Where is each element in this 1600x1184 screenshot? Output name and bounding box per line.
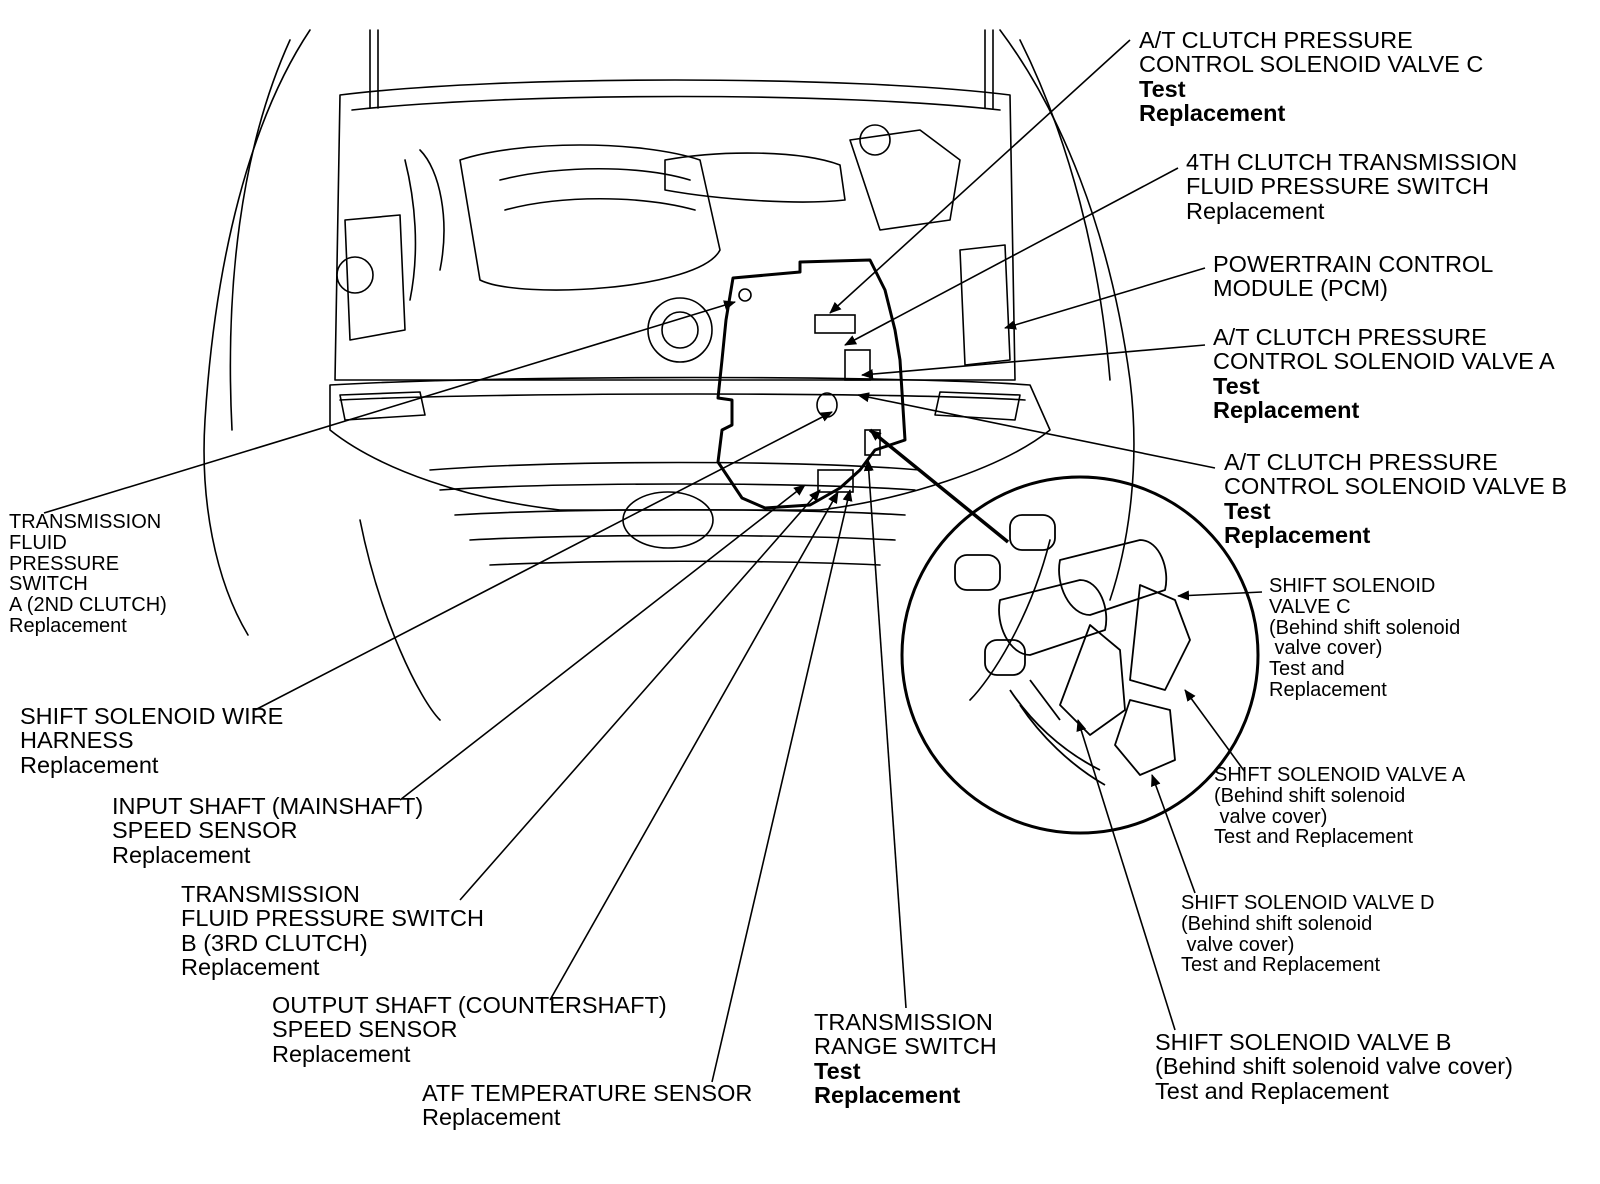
label-note: (Behind shift solenoid [1181,912,1373,935]
label-at-clutch-pressure-solenoid-b: A/T CLUTCH PRESSURE CONTROL SOLENOID VAL… [1224,450,1567,548]
label-title: OUTPUT SHAFT (COUNTERSHAFT) [272,992,667,1018]
label-tfp-switch-a: TRANSMISSION FLUID PRESSURE SWITCH A (2N… [9,512,167,637]
transmission-outline [716,258,907,510]
label-title: SHIFT SOLENOID VALVE A [1214,764,1466,786]
label-action-replacement: Replacement [181,954,320,981]
label-title: A/T CLUTCH PRESSURE [1213,324,1487,350]
label-action-replacement: Replacement [20,751,159,778]
label-action-replacement: Replacement [112,841,251,868]
label-shift-solenoid-a: SHIFT SOLENOID VALVE A (Behind shift sol… [1214,765,1465,848]
label-title: SHIFT SOLENOID [1269,575,1436,597]
label-title: CONTROL SOLENOID VALVE B [1224,473,1568,500]
label-title: SHIFT SOLENOID WIRE [20,703,284,729]
front-grille [429,461,921,471]
label-shift-solenoid-d: SHIFT SOLENOID VALVE D (Behind shift sol… [1181,893,1434,976]
label-title: INPUT SHAFT (MAINSHAFT) [112,793,424,819]
label-title: 4TH CLUTCH TRANSMISSION [1186,149,1518,175]
label-title: TRANSMISSION [181,881,360,907]
label-title: SPEED SENSOR [112,817,298,844]
label-title: MODULE (PCM) [1213,275,1388,302]
detail-circle [900,475,1260,835]
label-pcm: POWERTRAIN CONTROL MODULE (PCM) [1213,252,1493,301]
label-title: A/T CLUTCH PRESSURE [1224,449,1498,475]
label-action-test: Test [814,1057,861,1084]
label-action: Test and Replacement [1181,954,1381,977]
label-transmission-range-switch: TRANSMISSION RANGE SWITCH Test Replaceme… [814,1010,997,1108]
label-note: valve cover) [1214,805,1328,828]
label-title: B (3RD CLUTCH) [181,929,368,956]
label-title: RANGE SWITCH [814,1033,997,1060]
label-title: A/T CLUTCH PRESSURE [1139,27,1413,53]
label-action-replacement: Replacement [814,1082,961,1109]
label-action-replacement: Replacement [1186,197,1325,224]
label-output-shaft-speed-sensor: OUTPUT SHAFT (COUNTERSHAFT) SPEED SENSOR… [272,992,667,1067]
label-title: CONTROL SOLENOID VALVE A [1213,348,1555,375]
label-action: Replacement [1269,678,1387,701]
label-at-clutch-pressure-solenoid-c: A/T CLUTCH PRESSURE CONTROL SOLENOID VAL… [1139,28,1483,126]
label-action: Test and Replacement [1155,1077,1389,1104]
label-action-test: Test [1224,497,1271,524]
label-title: VALVE C [1269,595,1351,618]
label-title: ATF TEMPERATURE SENSOR [422,1080,753,1106]
label-tfp-switch-b: TRANSMISSION FLUID PRESSURE SWITCH B (3R… [181,882,484,980]
hood-outline [203,29,311,636]
label-at-clutch-pressure-solenoid-a: A/T CLUTCH PRESSURE CONTROL SOLENOID VAL… [1213,325,1555,423]
label-note: valve cover) [1269,637,1383,660]
label-title: SWITCH [9,573,88,596]
label-shift-solenoid-wire-harness: SHIFT SOLENOID WIRE HARNESS Replacement [20,703,284,778]
label-action-replacement: Replacement [1224,522,1371,549]
label-title: SPEED SENSOR [272,1016,458,1043]
label-action-replacement: Replacement [1139,100,1286,127]
label-title: FLUID PRESSURE SWITCH [181,905,484,932]
label-note: (Behind shift solenoid valve cover) [1155,1053,1513,1080]
label-title: CONTROL SOLENOID VALVE C [1139,51,1484,78]
label-action-replacement: Replacement [422,1104,561,1131]
front-bumper [329,376,1051,511]
label-title: TRANSMISSION [814,1009,993,1035]
label-title: POWERTRAIN CONTROL [1213,251,1494,277]
label-title: PRESSURE [9,552,120,575]
label-atf-temperature-sensor: ATF TEMPERATURE SENSOR Replacement [422,1081,752,1130]
label-action-test: Test [1213,372,1260,399]
label-action-replacement: Replacement [9,614,127,637]
label-note: (Behind shift solenoid [1214,784,1406,807]
label-title: TRANSMISSION [9,511,162,533]
label-input-shaft-speed-sensor: INPUT SHAFT (MAINSHAFT) SPEED SENSOR Rep… [112,793,424,868]
label-action: Test and [1269,658,1345,681]
label-action: Test and Replacement [1214,826,1414,849]
label-title: A (2ND CLUTCH) [9,594,167,617]
label-title: SHIFT SOLENOID VALVE B [1155,1029,1452,1055]
label-note: (Behind shift solenoid [1269,616,1461,639]
label-title: SHIFT SOLENOID VALVE D [1181,892,1435,914]
label-title: FLUID [9,531,67,554]
label-title: HARNESS [20,727,134,754]
label-action-replacement: Replacement [272,1040,411,1067]
label-shift-solenoid-c: SHIFT SOLENOID VALVE C (Behind shift sol… [1269,576,1460,701]
engine-cover [459,144,721,291]
label-action-replacement: Replacement [1213,397,1360,424]
label-4th-clutch-pressure-switch: 4TH CLUTCH TRANSMISSION FLUID PRESSURE S… [1186,149,1518,224]
label-title: FLUID PRESSURE SWITCH [1186,173,1489,200]
label-note: valve cover) [1181,933,1295,956]
label-action-test: Test [1139,75,1186,102]
label-shift-solenoid-b: SHIFT SOLENOID VALVE B (Behind shift sol… [1155,1029,1513,1104]
